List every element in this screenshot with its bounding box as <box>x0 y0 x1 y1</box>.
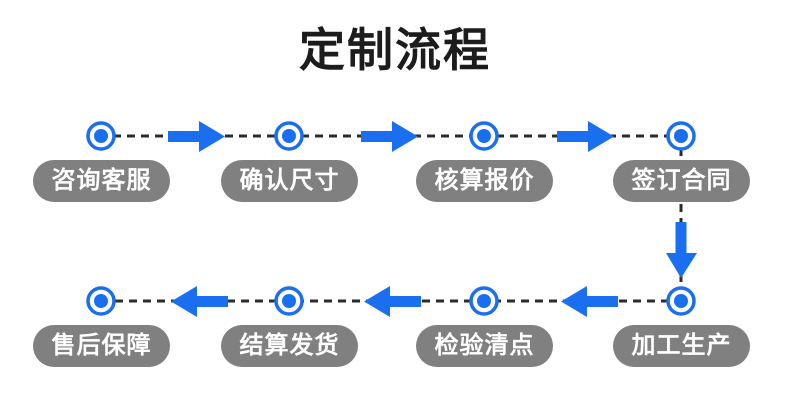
step-node-7[interactable] <box>274 286 304 316</box>
step-pill-2[interactable]: 确认尺寸 <box>221 160 358 202</box>
step-pill-3[interactable]: 核算报价 <box>416 160 553 202</box>
step-label-1: 咨询客服 <box>51 167 152 194</box>
step-label-5: 加工生产 <box>631 332 732 359</box>
step-pill-7[interactable]: 结算发货 <box>221 325 358 367</box>
arrow-right-icon-2 <box>361 121 418 152</box>
step-label-2: 确认尺寸 <box>239 167 340 194</box>
step-pill-1[interactable]: 咨询客服 <box>33 160 170 202</box>
step-pill-4[interactable]: 签订合同 <box>613 160 750 202</box>
step-label-6: 检验清点 <box>434 332 535 359</box>
step-node-5[interactable] <box>666 286 696 316</box>
step-node-6[interactable] <box>469 286 499 316</box>
arrow-left-icon-2 <box>364 286 421 317</box>
step-node-3[interactable] <box>469 121 499 151</box>
arrow-left-icon-1 <box>561 286 618 317</box>
step-node-8[interactable] <box>86 286 116 316</box>
step-pill-6[interactable]: 检验清点 <box>416 325 553 367</box>
arrow-right-icon-1 <box>168 121 225 152</box>
step-label-3: 核算报价 <box>434 167 535 194</box>
step-label-8: 售后保障 <box>51 332 152 359</box>
step-node-4[interactable] <box>666 121 696 151</box>
step-node-2[interactable] <box>274 121 304 151</box>
step-pill-5[interactable]: 加工生产 <box>613 325 750 367</box>
arrow-left-icon-3 <box>171 286 228 317</box>
step-label-7: 结算发货 <box>239 332 340 359</box>
page-title: 定制流程 <box>299 24 491 76</box>
arrow-down-icon-1 <box>666 222 697 278</box>
step-pill-8[interactable]: 售后保障 <box>33 325 170 367</box>
arrow-right-icon-3 <box>557 121 614 152</box>
step-label-4: 签订合同 <box>631 167 732 194</box>
step-node-1[interactable] <box>86 121 116 151</box>
